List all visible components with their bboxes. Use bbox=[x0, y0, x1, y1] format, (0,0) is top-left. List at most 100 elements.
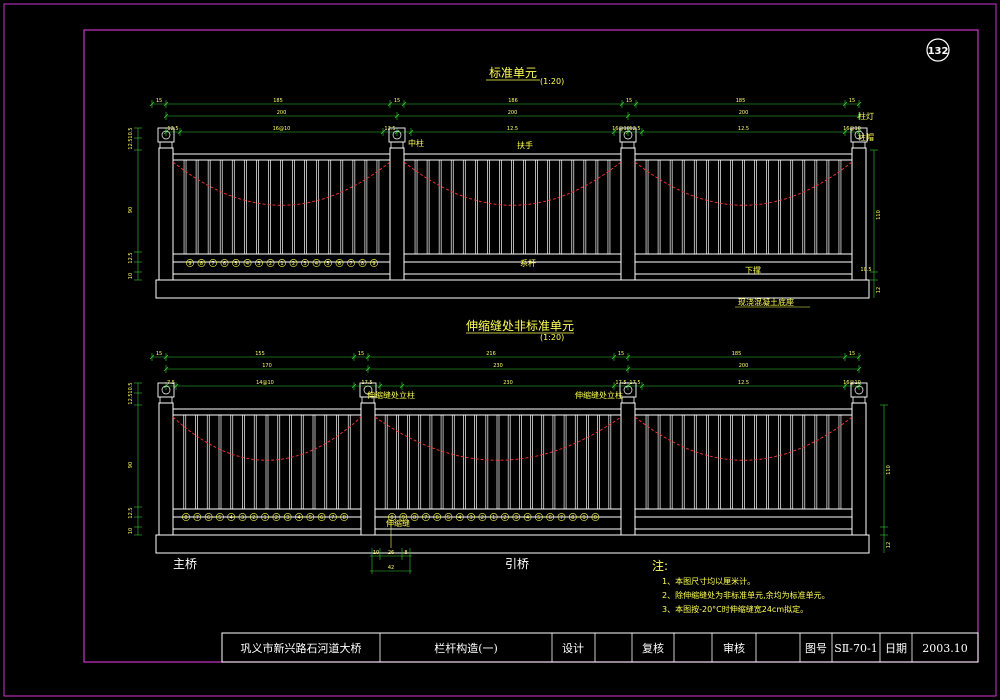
bot-span-dim-slash bbox=[856, 366, 862, 372]
bot-num-mid-number: 8 bbox=[571, 515, 574, 521]
expansion-unit-elevation: 伸缩缝处非标准单元 (1:20) 10.512.59012.5101101215… bbox=[128, 318, 892, 574]
label-exp-post-right: 伸缩缝处立柱 bbox=[575, 390, 623, 400]
label-post-cap: 柱帽 bbox=[858, 132, 874, 142]
bot-num-mid-circle bbox=[557, 513, 566, 521]
post-neck bbox=[159, 396, 173, 404]
notes-block: 注: 1、本图尺寸均以厘米计。 2、除伸缩缝处为非标准单元,余均为标准单元。 3… bbox=[652, 558, 830, 614]
height-dim-label: 10 bbox=[128, 273, 134, 279]
bot-num-mid-number: 7 bbox=[424, 515, 427, 521]
bot-num-mid-number: 3 bbox=[515, 515, 518, 521]
top-outer-dim-label: 15 bbox=[626, 98, 632, 104]
top-inner-dim-slash bbox=[856, 129, 862, 135]
post-cap-ornament bbox=[392, 130, 402, 140]
bot-num-left-number: 5 bbox=[309, 515, 312, 521]
top-num-circle bbox=[197, 259, 206, 267]
page-number-badge: 132 bbox=[926, 38, 950, 62]
bot-num-left-circle bbox=[272, 513, 281, 521]
top-span-dim-slash bbox=[394, 113, 400, 119]
bot-num-left-circle bbox=[340, 513, 349, 521]
top-inner-dim-slash bbox=[394, 129, 400, 135]
top-num-circle bbox=[209, 259, 217, 267]
bot-inner-dim-slash bbox=[611, 383, 617, 389]
top-inner-dim-slash bbox=[842, 129, 848, 135]
post-cap-ornament bbox=[161, 385, 171, 395]
notes-heading: 注: bbox=[652, 558, 668, 573]
height-dim-label: 12.5 bbox=[128, 252, 134, 263]
drawing-name: 栏杆构造(一) bbox=[434, 641, 498, 655]
bot-num-mid-circle bbox=[501, 513, 509, 521]
bot-inner-dim-label: 14@10 bbox=[256, 380, 274, 386]
catenary-chain bbox=[403, 161, 622, 206]
top-span-dim-label: 200 bbox=[739, 110, 749, 116]
note-1: 1、本图尺寸均以厘米计。 bbox=[662, 576, 755, 586]
top-inner-dim-slash bbox=[611, 129, 617, 135]
bot-outer-dim-slash bbox=[842, 354, 848, 360]
top-num-circle bbox=[335, 259, 344, 267]
post-neck bbox=[852, 396, 866, 404]
bot-height-dim-label: 10 bbox=[128, 528, 134, 534]
top-outer-dim-slash bbox=[619, 101, 625, 107]
top-num-circle bbox=[301, 259, 309, 267]
top-inner-dim-slash bbox=[163, 129, 169, 135]
post-neck bbox=[621, 396, 635, 404]
bot-num-mid-circle bbox=[433, 513, 442, 521]
top-inner-dim-slash bbox=[625, 129, 631, 135]
bot-outer-dim-slash bbox=[149, 354, 155, 360]
bot-num-mid-circle bbox=[478, 513, 487, 521]
post bbox=[389, 147, 405, 281]
top-outer-dim-label: 186 bbox=[508, 98, 518, 104]
top-num-circle bbox=[220, 259, 229, 267]
label-exp-post-left: 伸缩缝处立柱 bbox=[367, 390, 415, 400]
bot-num-left-number: 4 bbox=[230, 515, 233, 521]
standard-railing bbox=[155, 127, 870, 299]
label-approach-bridge: 引桥 bbox=[505, 557, 529, 571]
top-num-number: 4 bbox=[246, 261, 249, 267]
bot-span-dim-slash bbox=[365, 366, 371, 372]
bot-num-left-circle bbox=[295, 513, 303, 521]
top-num-circle bbox=[324, 259, 332, 267]
bot-outer-dim-label: 185 bbox=[732, 351, 742, 357]
catenary-chain bbox=[374, 416, 622, 461]
bot-num-mid-number: 6 bbox=[549, 515, 552, 521]
joint-dim-2: 26 bbox=[388, 550, 394, 556]
bot-num-mid-number: 9 bbox=[583, 515, 586, 521]
post bbox=[360, 402, 376, 536]
top-num-number: 3 bbox=[303, 261, 306, 267]
top-span-dim-label: 200 bbox=[508, 110, 518, 116]
review-label: 复核 bbox=[642, 641, 664, 655]
note-2: 2、除伸缩缝处为非标准单元,余均为标准单元。 bbox=[662, 590, 830, 600]
bot-outer-dim-slash bbox=[351, 354, 357, 360]
top-outer-dim-slash bbox=[163, 101, 169, 107]
bot-num-left-circle bbox=[261, 513, 269, 521]
top-inner-dim-label: 12.5 bbox=[384, 126, 395, 132]
bot-num-mid-number: 2 bbox=[481, 515, 484, 521]
top-num-circle bbox=[289, 259, 298, 267]
height-dim-label: 12.5 bbox=[128, 138, 134, 149]
expansion-unit-title: 伸缩缝处非标准单元 bbox=[466, 318, 574, 333]
top-num-number: 8 bbox=[200, 261, 203, 267]
bot-num-mid-number: 6 bbox=[436, 515, 439, 521]
label-tie-rail: 系杆 bbox=[520, 258, 536, 268]
top-num-circle bbox=[312, 259, 321, 267]
bot-num-left-circle bbox=[249, 513, 258, 521]
post-cap-ornament bbox=[854, 130, 864, 140]
bot-num-left-number: 8 bbox=[343, 515, 346, 521]
top-num-number: 8 bbox=[361, 261, 364, 267]
bot-inner-dim-slash bbox=[173, 383, 179, 389]
catenary-chain bbox=[172, 161, 391, 206]
height-dim-label: 90 bbox=[128, 207, 134, 213]
top-num-number: 3 bbox=[257, 261, 260, 267]
top-num-number: 7 bbox=[349, 261, 352, 267]
top-span-dim-slash bbox=[625, 113, 631, 119]
bot-inner-dim-label: 12.5 bbox=[738, 380, 749, 386]
joint-dimension: 10 26 8 42 bbox=[370, 548, 412, 574]
bot-num-mid-circle bbox=[388, 513, 396, 521]
bot-num-mid-circle bbox=[523, 513, 532, 521]
top-inner-dim-label: 16@10 bbox=[273, 126, 291, 132]
top-span-dim-slash bbox=[163, 113, 169, 119]
bot-num-mid-number: 9 bbox=[402, 515, 405, 521]
joint-dim-3: 8 bbox=[404, 550, 407, 556]
bot-outer-dim-label: 15 bbox=[156, 351, 162, 357]
